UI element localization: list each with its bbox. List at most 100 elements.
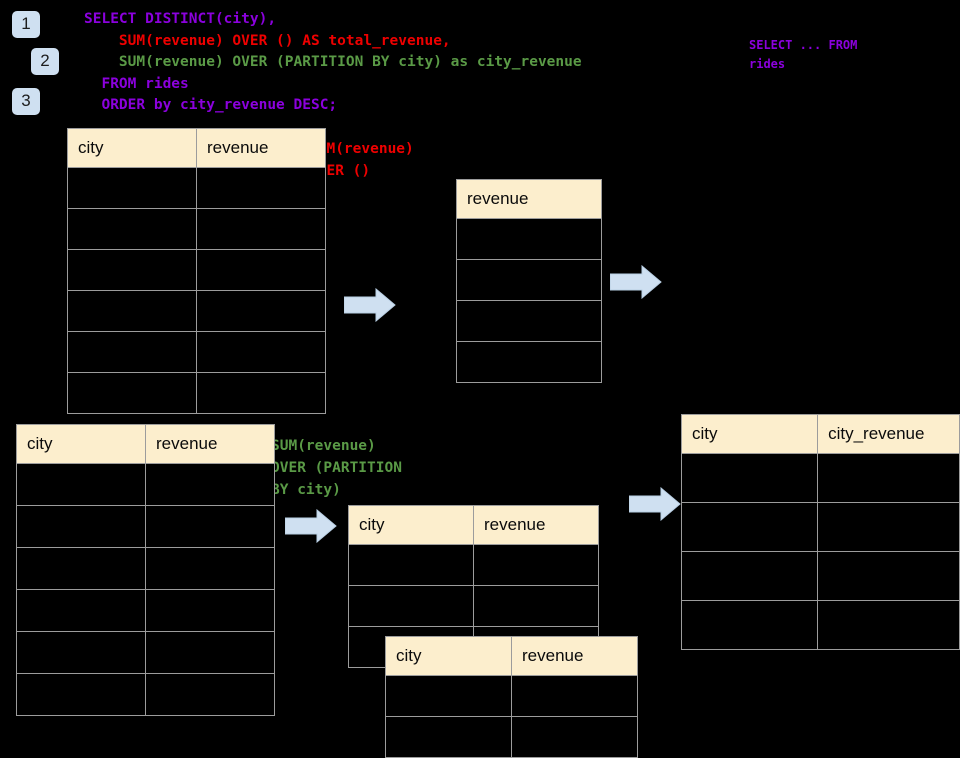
table-row [680, 551, 960, 601]
table-row [67, 331, 326, 373]
table-cell [67, 331, 197, 373]
diagram-canvas: 1 2 3 SELECT DISTINCT(city), SUM(revenue… [12, 9, 960, 758]
table-row [67, 372, 326, 414]
table-cell [680, 502, 819, 552]
annotation-city-revenue: SUM(revenue) OVER (PARTITION BY city) [271, 438, 402, 498]
table-cell [348, 585, 474, 627]
table-header-row: city revenue [348, 505, 599, 545]
table-cell [456, 259, 602, 301]
table-row [456, 259, 602, 301]
column-header-city-revenue: city_revenue [817, 414, 960, 454]
result-table: city city_revenue [680, 414, 960, 650]
table-row [385, 716, 638, 758]
table-cell [67, 372, 197, 414]
table-cell [196, 331, 326, 373]
total-revenue-table: revenue [456, 179, 602, 383]
table-cell [817, 502, 960, 552]
column-header-city: city [385, 636, 512, 676]
table-cell [16, 631, 146, 674]
table-cell [385, 675, 512, 717]
sql-query-block: SELECT DISTINCT(city), SUM(revenue) OVER… [84, 9, 582, 117]
table-row [385, 675, 638, 717]
table-cell [67, 249, 197, 291]
table-row [16, 547, 275, 590]
table-cell [473, 544, 599, 586]
table-cell [456, 341, 602, 383]
sql-line-city-revenue: SUM(revenue) OVER (PARTITION BY city) as… [84, 54, 582, 70]
table-cell [817, 453, 960, 503]
table-cell [680, 600, 819, 650]
table-header-row: city revenue [67, 128, 326, 168]
table-row [16, 589, 275, 632]
partition-table-a: city revenue [348, 505, 599, 668]
table-cell [196, 372, 326, 414]
rides-source-table-bottom: city revenue [16, 424, 275, 716]
step-badge-3: 3 [12, 88, 40, 115]
column-header-revenue: revenue [473, 505, 599, 545]
table-cell [145, 631, 275, 674]
sql-note-select-from-rides: SELECT ... FROM rides [749, 36, 857, 74]
table-row [348, 585, 599, 627]
table-cell [196, 290, 326, 332]
table-cell [67, 167, 197, 209]
rides-source-table-top: city revenue [67, 128, 326, 414]
table-cell [817, 551, 960, 601]
table-row [456, 300, 602, 342]
table-cell [348, 544, 474, 586]
table-cell [511, 675, 638, 717]
table-cell [196, 249, 326, 291]
table-row [67, 208, 326, 250]
table-row [680, 502, 960, 552]
table-cell [385, 716, 512, 758]
table-cell [145, 673, 275, 716]
table-cell [16, 505, 146, 548]
arrow-rides-to-total-revenue-icon [344, 288, 396, 322]
table-cell [196, 208, 326, 250]
table-row [16, 631, 275, 674]
sql-line-select: SELECT DISTINCT(city), [84, 11, 277, 27]
table-row [348, 544, 599, 586]
table-header-row: revenue [456, 179, 602, 219]
table-cell [817, 600, 960, 650]
column-header-revenue: revenue [511, 636, 638, 676]
table-row [67, 167, 326, 209]
table-header-row: city city_revenue [680, 414, 960, 454]
step-badge-2: 2 [31, 48, 59, 75]
table-cell [473, 585, 599, 627]
column-header-revenue: revenue [456, 179, 602, 219]
table-cell [145, 547, 275, 590]
table-row [16, 463, 275, 506]
table-cell [16, 589, 146, 632]
table-cell [16, 463, 146, 506]
table-row [680, 453, 960, 503]
table-cell [145, 463, 275, 506]
table-cell [16, 673, 146, 716]
table-cell [145, 589, 275, 632]
table-cell [680, 453, 819, 503]
arrow-total-revenue-to-result-icon [610, 265, 662, 299]
arrow-rides-to-partitions-icon [285, 509, 337, 543]
table-cell [456, 300, 602, 342]
arrow-partitions-to-result-icon [629, 487, 681, 521]
sql-line-from: FROM rides [84, 75, 189, 92]
table-row [67, 290, 326, 332]
column-header-city: city [348, 505, 474, 545]
table-header-row: city revenue [385, 636, 638, 676]
table-cell [16, 547, 146, 590]
sql-line-order-by: ORDER by city_revenue DESC; [84, 97, 338, 113]
table-header-row: city revenue [16, 424, 275, 464]
column-header-revenue: revenue [196, 128, 326, 168]
table-row [680, 600, 960, 650]
step-badge-1: 1 [12, 11, 40, 38]
table-row [456, 218, 602, 260]
table-cell [456, 218, 602, 260]
sql-note-line-1: SELECT ... FROM [749, 38, 858, 52]
table-cell [67, 208, 197, 250]
table-row [16, 673, 275, 716]
table-row [16, 505, 275, 548]
sql-line-total-revenue: SUM(revenue) OVER () AS total_revenue, [84, 32, 451, 49]
partition-table-b: city revenue [385, 636, 638, 758]
table-cell [67, 290, 197, 332]
column-header-city: city [680, 414, 819, 454]
table-cell [145, 505, 275, 548]
